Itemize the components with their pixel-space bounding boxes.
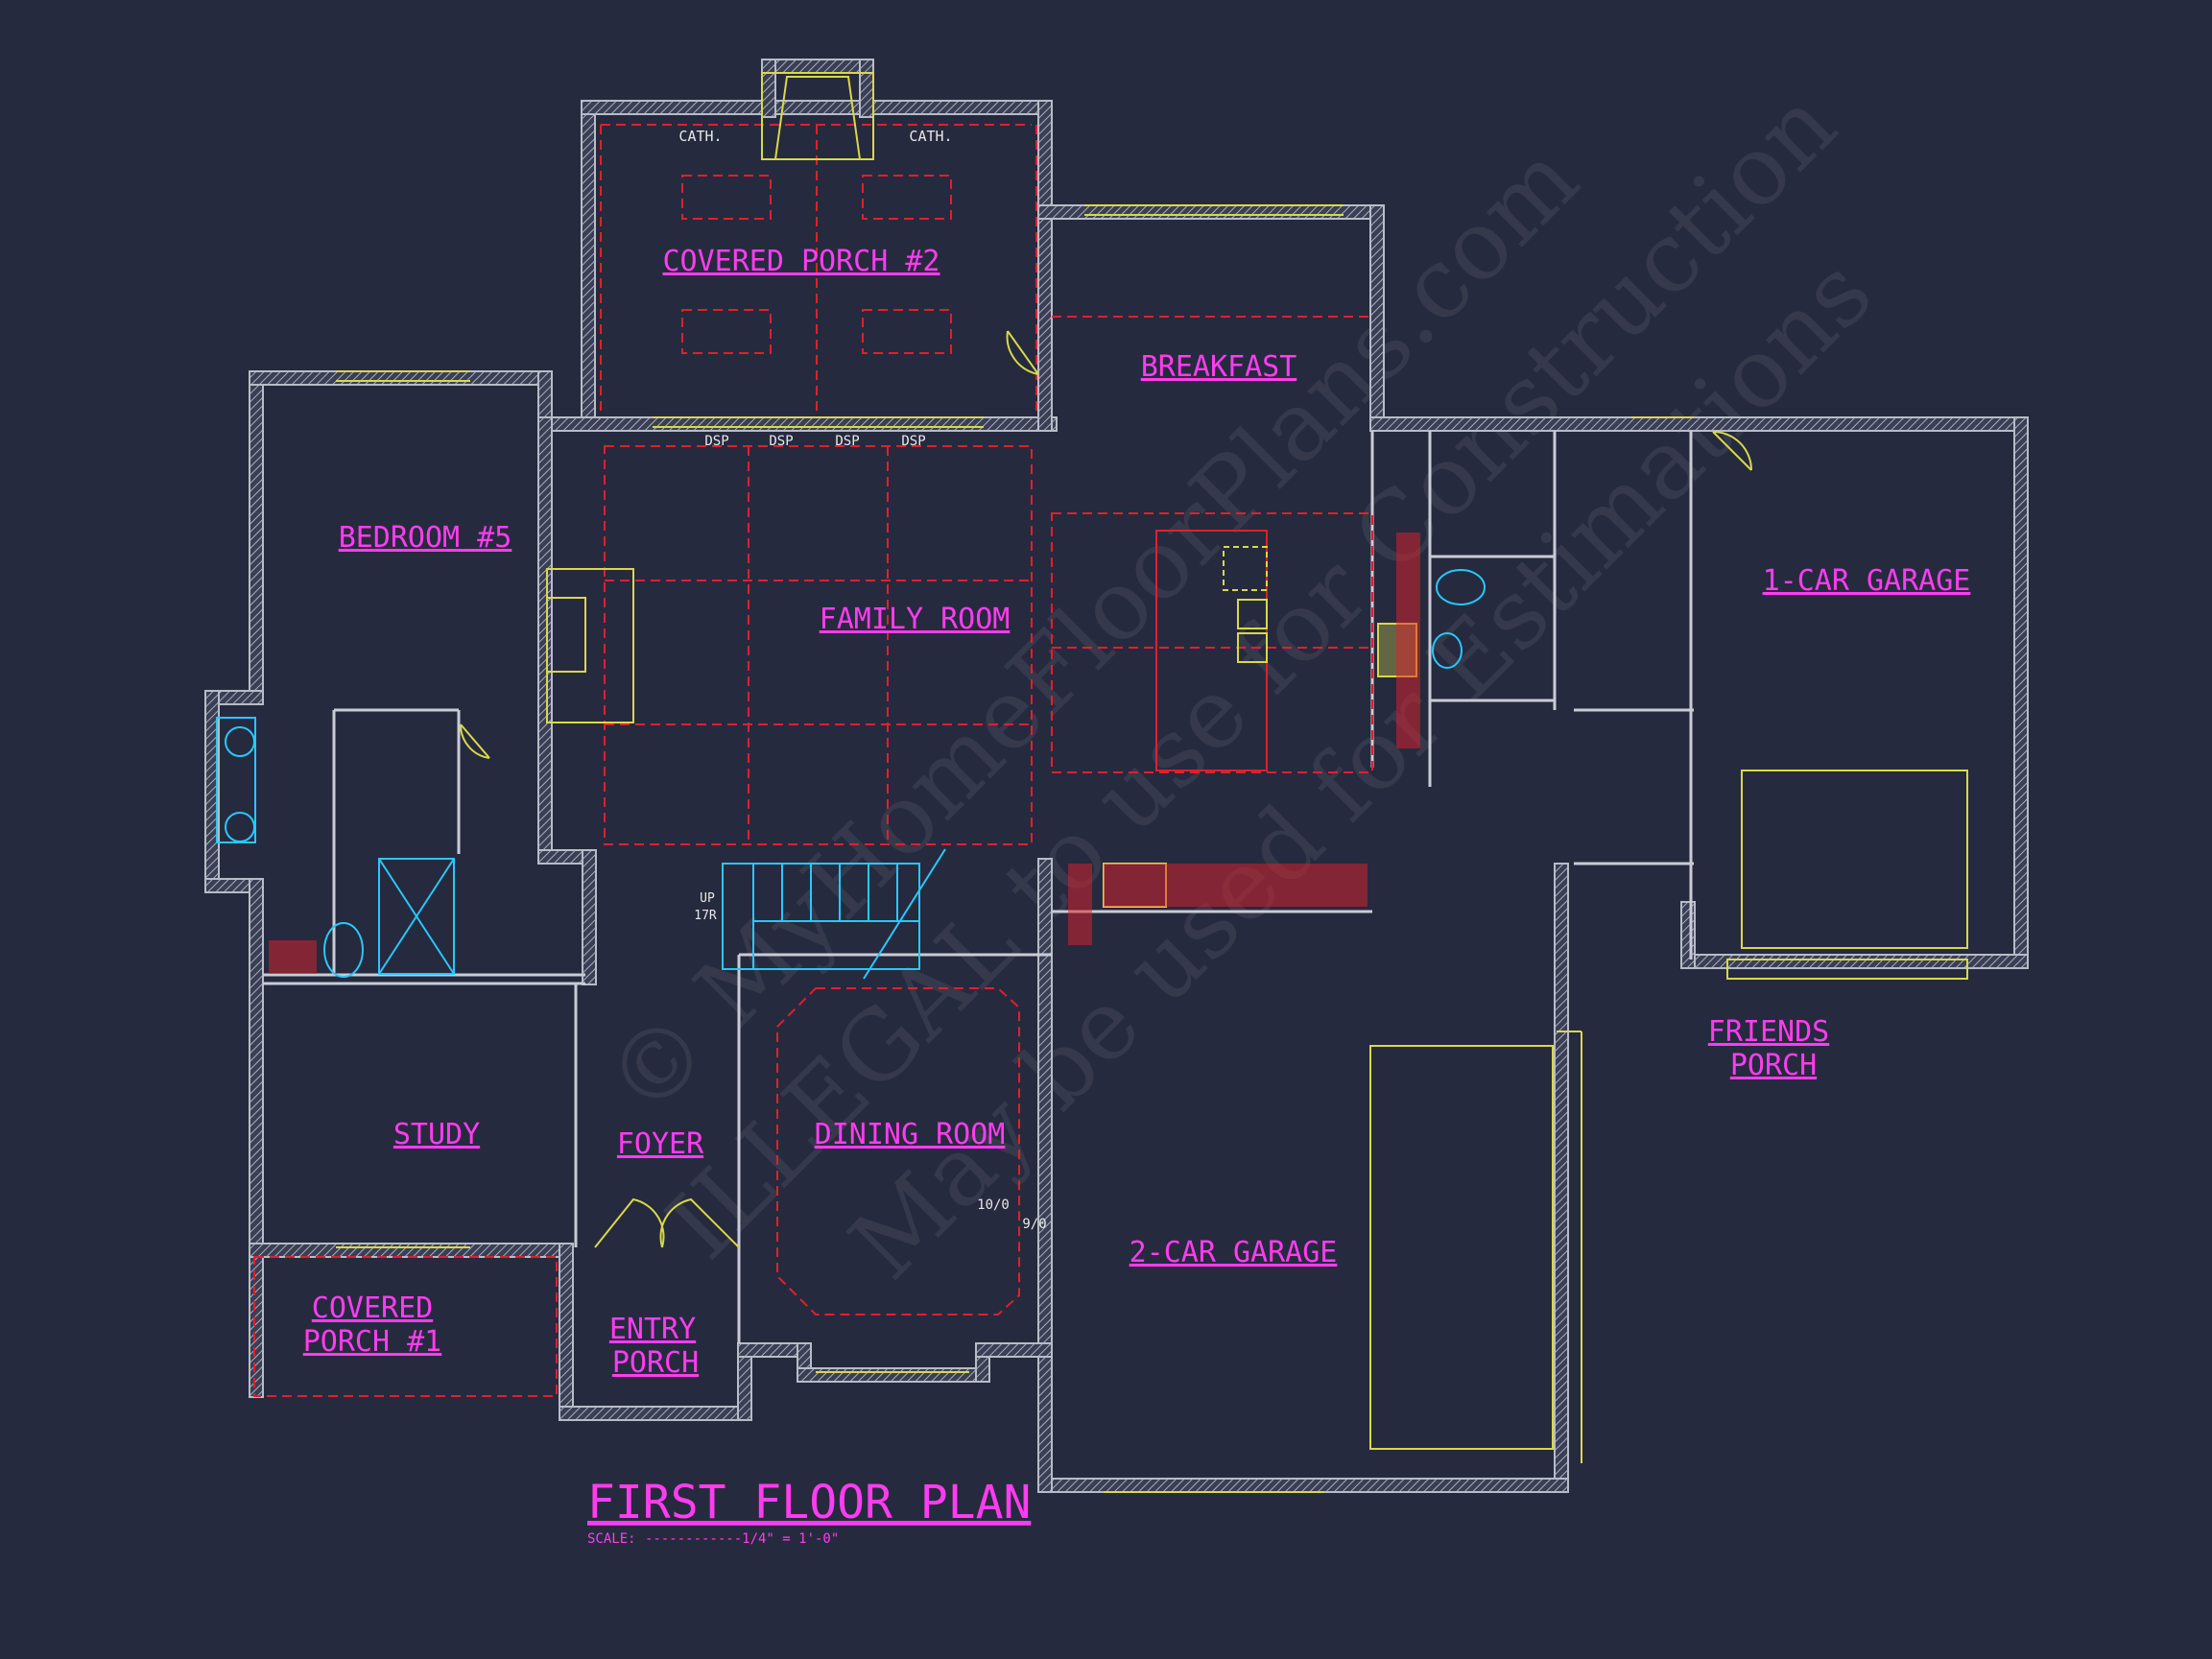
title-block: FIRST FLOOR PLAN SCALE: ------------1/4"… — [587, 1476, 1031, 1547]
label-family-room: FAMILY ROOM — [820, 603, 1011, 636]
room-labels: COVERED PORCH #2 BREAKFAST BEDROOM #5 FA… — [303, 245, 1971, 1380]
ceiling-lines — [253, 124, 1373, 1397]
note-dsp-4: DSP — [901, 434, 925, 449]
scale-prefix: SCALE: — [587, 1531, 636, 1547]
note-stair-risers: 17R — [694, 909, 717, 923]
label-2-car-garage: 2-CAR GARAGE — [1130, 1236, 1338, 1269]
interior-walls — [263, 431, 1694, 1343]
label-breakfast: BREAKFAST — [1141, 350, 1297, 384]
label-covered-porch-2: COVERED PORCH #2 — [663, 245, 940, 278]
kitchen-fixtures — [269, 530, 1420, 974]
note-ceiling-90: 9/0 — [1022, 1217, 1046, 1232]
label-entry-porch-2: PORCH — [612, 1346, 699, 1380]
label-entry-porch-1: ENTRY — [609, 1313, 696, 1346]
label-covered-porch-1-a: COVERED — [312, 1292, 433, 1325]
label-dining-room: DINING ROOM — [815, 1118, 1006, 1151]
note-dsp-1: DSP — [704, 434, 728, 449]
note-cath-left: CATH. — [678, 128, 722, 145]
label-foyer: FOYER — [617, 1127, 704, 1161]
scale-note: ------------1/4" = 1'-0" — [645, 1531, 839, 1547]
label-1-car-garage: 1-CAR GARAGE — [1763, 564, 1971, 598]
note-cath-right: CATH. — [909, 128, 952, 145]
label-covered-porch-1-b: PORCH #1 — [303, 1325, 442, 1359]
label-study: STUDY — [393, 1118, 480, 1151]
note-stair-up: UP — [700, 891, 715, 906]
exterior-walls — [204, 59, 2029, 1493]
label-bedroom-5: BEDROOM #5 — [339, 521, 512, 555]
drawing-notes: CATH. CATH. DSP DSP DSP DSP UP 17R 10/0 … — [678, 128, 1046, 1232]
note-dsp-3: DSP — [835, 434, 859, 449]
note-dsp-2: DSP — [769, 434, 793, 449]
label-friends-porch-1: FRIENDS — [1708, 1015, 1829, 1049]
plan-title: FIRST FLOOR PLAN — [587, 1476, 1031, 1529]
label-friends-porch-2: PORCH — [1730, 1049, 1817, 1082]
plumbing-fixtures — [216, 569, 1486, 980]
note-ceiling-1010: 10/0 — [977, 1197, 1010, 1213]
